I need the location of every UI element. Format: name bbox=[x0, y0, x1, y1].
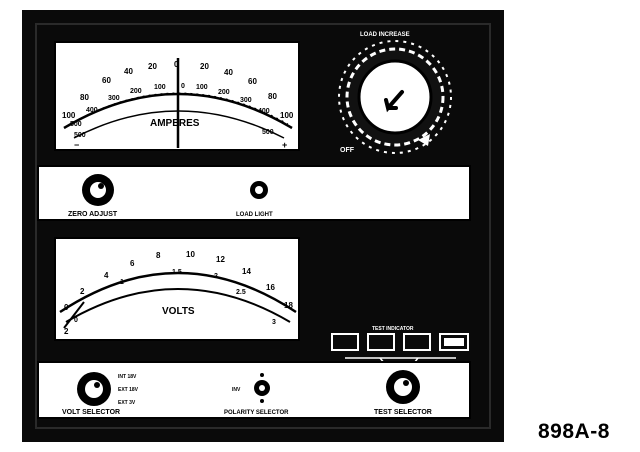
volt-lower-2: 2 bbox=[214, 273, 218, 280]
amp-mid-500-left: 500 bbox=[70, 121, 82, 128]
test-selector-label: TEST SELECTOR bbox=[374, 409, 432, 416]
figure-code: 898A-8 bbox=[538, 420, 610, 443]
test-window-1 bbox=[331, 333, 359, 351]
volt-scale-6: 6 bbox=[130, 259, 135, 268]
load-light-indicator bbox=[250, 181, 268, 199]
volt-scale-16: 16 bbox=[266, 283, 275, 292]
volt-lower-left: 2 bbox=[64, 327, 69, 336]
amp-scale-40-right: 40 bbox=[224, 68, 233, 77]
amp-mid-0: 0 bbox=[181, 83, 185, 90]
amp-scale-20-right: 20 bbox=[200, 62, 209, 71]
amp-mid-200: 200 bbox=[130, 88, 142, 95]
ammeter-minus-mark: − bbox=[74, 140, 79, 150]
amp-scale-20: 20 bbox=[148, 62, 157, 71]
polarity-selector-switch[interactable]: INV bbox=[232, 373, 270, 403]
svg-text:INV: INV bbox=[232, 387, 241, 393]
load-knob-label: LOAD INCREASE bbox=[360, 32, 410, 38]
amp-low-500-right: 500 bbox=[262, 129, 274, 136]
volt-scale-18: 18 bbox=[284, 301, 293, 310]
volt-selector-label: VOLT SELECTOR bbox=[62, 409, 120, 416]
volt-option-ext-18: EXT 18V bbox=[118, 387, 139, 393]
amp-mid-100: 100 bbox=[154, 84, 166, 91]
volt-selector-knob[interactable] bbox=[77, 372, 111, 406]
ammeter-plus-mark: + bbox=[282, 140, 287, 150]
polarity-selector-label: POLARITY SELECTOR bbox=[224, 410, 289, 416]
load-knob-off-label: OFF bbox=[340, 147, 355, 154]
amp-low-500-left: 500 bbox=[74, 132, 86, 139]
zero-adjust-knob[interactable] bbox=[82, 174, 114, 206]
volt-scale-8: 8 bbox=[156, 251, 161, 260]
volt-lower-2-5: 2.5 bbox=[236, 289, 246, 296]
amp-scale-60-right: 60 bbox=[248, 77, 257, 86]
amp-mid-400-left: 400 bbox=[86, 107, 98, 114]
amp-mid-200-right: 200 bbox=[218, 89, 230, 96]
volt-lower-1: 1 bbox=[120, 279, 124, 286]
volt-scale-0: 0 bbox=[64, 303, 69, 312]
volt-option-int: INT 18V bbox=[118, 374, 137, 380]
voltmeter: 0 2 4 6 8 10 12 14 16 18 2 0 1 1.5 2 2.5… bbox=[54, 237, 300, 341]
zero-adjust-label: ZERO ADJUST bbox=[68, 211, 118, 218]
ammeter-title: AMPERES bbox=[150, 118, 200, 129]
test-selector-knob[interactable] bbox=[386, 370, 420, 404]
amp-mid-100-right: 100 bbox=[196, 84, 208, 91]
volt-scale-10: 10 bbox=[186, 250, 195, 259]
volt-lower-0: 0 bbox=[74, 317, 78, 324]
amp-mid-300-right: 300 bbox=[240, 97, 252, 104]
volt-lower-1-5: 1.5 bbox=[172, 269, 182, 276]
load-increase-knob[interactable]: LOAD INCREASE OFF bbox=[338, 32, 452, 154]
amp-scale-100-right: 100 bbox=[280, 111, 294, 120]
test-indicator-label: TEST INDICATOR bbox=[372, 326, 414, 332]
test-window-3 bbox=[403, 333, 431, 351]
arrow-icon bbox=[384, 90, 404, 113]
bottom-control-strip: INT 18V EXT 18V EXT 3V VOLT SELECTOR INV… bbox=[37, 361, 471, 419]
volt-scale-12: 12 bbox=[216, 255, 225, 264]
top-control-strip: ZERO ADJUST LOAD LIGHT bbox=[37, 165, 471, 221]
amp-mid-300: 300 bbox=[108, 95, 120, 102]
test-window-2 bbox=[367, 333, 395, 351]
volt-scale-14: 14 bbox=[242, 267, 251, 276]
amp-scale-100-left: 100 bbox=[62, 111, 76, 120]
volt-option-ext-3: EXT 3V bbox=[118, 400, 136, 406]
voltmeter-title: VOLTS bbox=[162, 306, 195, 317]
amp-scale-40: 40 bbox=[124, 67, 133, 76]
direction-arrow-icon bbox=[418, 134, 430, 146]
amp-scale-80-right: 80 bbox=[268, 92, 277, 101]
volt-scale-4: 4 bbox=[104, 271, 109, 280]
volt-lower-3: 3 bbox=[272, 319, 276, 326]
test-window-4 bbox=[439, 333, 469, 351]
amp-mid-400-right: 400 bbox=[258, 108, 270, 115]
ammeter: 60 40 20 0 20 40 60 80 100 100 80 300 20… bbox=[54, 41, 300, 151]
amp-scale-0: 0 bbox=[174, 60, 179, 69]
volt-scale-2: 2 bbox=[80, 287, 85, 296]
load-light-label: LOAD LIGHT bbox=[236, 212, 273, 218]
amp-scale-60: 60 bbox=[102, 76, 111, 85]
amp-scale-80-left: 80 bbox=[80, 93, 89, 102]
